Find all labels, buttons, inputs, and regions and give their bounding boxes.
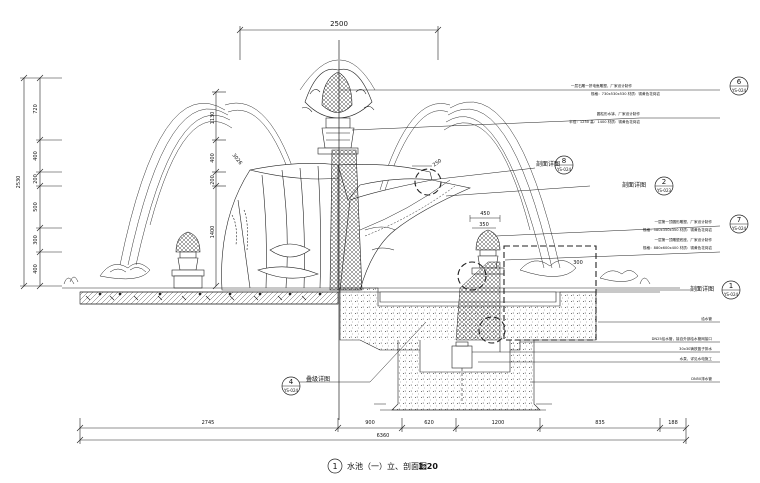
bottom-seg-2: 620 — [424, 420, 434, 426]
left-seg-3: 500 — [33, 202, 39, 212]
callout-4-label: 叠级详图 — [306, 375, 330, 383]
callout-8-label: 剖面详图 — [536, 160, 560, 168]
note-r2: DN25给水管，接自外部给水管网接口 — [652, 336, 713, 341]
callout-7: 7 YS-024 — [729, 214, 749, 234]
paving-marks — [98, 292, 322, 296]
callout-4-sheet: YS-024 — [283, 388, 299, 393]
left-dimension-chain — [20, 74, 62, 290]
callout-7-num: 7 — [737, 216, 741, 224]
small-vase-left — [171, 231, 205, 289]
bottom-seg-0: 2745 — [202, 420, 215, 426]
callout-6: 6 YS-024 — [729, 76, 749, 96]
bottom-seg-3: 1200 — [492, 420, 505, 426]
inner-seg-0: 1130 — [210, 112, 216, 125]
title-index: 1 — [332, 462, 337, 471]
spray-arc-dim: 3026 — [231, 153, 244, 167]
right-small-dims — [412, 165, 501, 229]
dim-300: 300 — [573, 260, 583, 266]
top-sculpture — [301, 68, 375, 155]
note-vase-a: 圆柱形水钵，厂家设计制作 — [597, 111, 641, 116]
note-6a: 一层石雕一拼电鱼雕塑，厂家设计制作 — [571, 83, 632, 88]
callout-2-num: 2 — [662, 178, 666, 186]
top-dimension — [236, 26, 442, 60]
drawing-title-block: 1 水池（一）立、剖面图 1:20 — [327, 458, 438, 474]
bottom-dimension-chain — [76, 418, 690, 444]
note-7b: 规格：580x350x350 材质：锈黄色花岗岩 — [643, 227, 713, 232]
drawing-scale: 1:20 — [418, 462, 438, 471]
callout-7-sheet: YS-024 — [731, 226, 747, 231]
bottom-seg-4: 835 — [595, 420, 605, 426]
drawing-title: 水池（一）立、剖面图 — [347, 461, 427, 471]
note-r3: 30x30铸铁篦子排水 — [679, 346, 712, 351]
note-r5: DN50排水管 — [691, 376, 712, 381]
note-vase-b: 半径：1250 高：1400 材质：锈黄色花岗岩 — [569, 119, 640, 124]
dim-250: 250 — [432, 158, 443, 168]
leader-lines — [296, 89, 721, 383]
left-total-dim: 2530 — [16, 176, 22, 189]
left-seg-2: 200 — [33, 174, 39, 184]
inner-seg-2: 200 — [210, 175, 216, 185]
bowl-section-right — [337, 164, 471, 291]
bottom-seg-1: 900 — [365, 420, 375, 426]
central-column-section — [329, 149, 363, 291]
dim-350: 350 — [479, 222, 489, 228]
note-7d: 规格：880x600x400 材质：锈黄色花岗岩 — [643, 245, 713, 250]
left-seg-1: 400 — [33, 151, 39, 161]
note-7a: 一层第一顶圆形雕塑，厂家设计制作 — [655, 219, 713, 224]
callout-8-num: 8 — [562, 157, 566, 165]
top-dim-label: 2500 — [330, 20, 348, 28]
callout-1-sheet: YS-024 — [723, 292, 739, 297]
detail-markers — [414, 168, 597, 344]
left-seg-4: 300 — [33, 235, 39, 245]
note-7c: 一层第一顶雕塑底座，厂家设计制作 — [655, 237, 713, 242]
leaf-decor — [63, 260, 651, 285]
callout-4-num: 4 — [289, 378, 294, 386]
fountain-bowl — [221, 163, 339, 291]
callout-8: 8 YS-024 剖面详图 — [536, 155, 574, 175]
callout-2: 2 YS-023 剖面详图 — [622, 176, 674, 196]
callout-6-num: 6 — [737, 78, 742, 86]
note-r1: 给水管 — [701, 316, 712, 321]
callout-1: 1 YS-024 剖面详图 — [690, 280, 741, 300]
callout-6-sheet: YS-024 — [731, 88, 747, 93]
callout-2-sheet: YS-023 — [656, 188, 672, 193]
note-r4: 水泵，详见水电施工 — [680, 356, 713, 361]
callout-2-label: 剖面详图 — [622, 181, 646, 189]
water-spray-arcs — [119, 59, 561, 269]
note-6b: 规格：730x530x530 材质：锈黄色花岗岩 — [591, 91, 661, 96]
callout-1-num: 1 — [729, 282, 733, 290]
dim-450: 450 — [480, 211, 490, 217]
hatched-column-section — [455, 261, 501, 341]
bottom-seg-5: 188 — [668, 420, 678, 426]
bottom-total: 6360 — [377, 433, 390, 439]
left-seg-5: 400 — [33, 264, 39, 274]
supply-pipe — [359, 179, 456, 237]
left-seg-0: 720 — [33, 104, 39, 114]
callout-8-sheet: YS-024 — [556, 167, 572, 172]
callout-4: 4 YS-024 叠级详图 — [281, 375, 330, 396]
callout-1-label: 剖面详图 — [690, 285, 714, 293]
inner-seg-1: 400 — [210, 153, 216, 163]
inner-seg-3: 1400 — [210, 226, 216, 239]
inner-dimension-chain — [212, 88, 226, 290]
